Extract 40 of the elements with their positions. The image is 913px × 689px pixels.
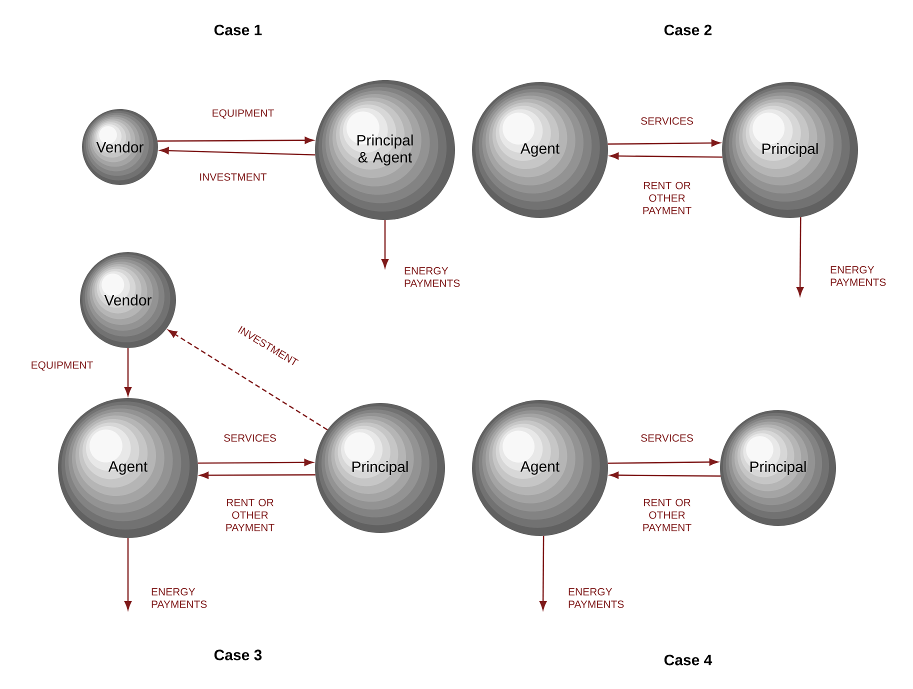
- case-title: Case 1: [214, 24, 262, 36]
- sphere: Principal & Agent: [315, 80, 455, 220]
- edge-label: ENERGY PAYMENTS: [568, 588, 624, 608]
- sphere: Principal: [720, 410, 836, 526]
- edge-label: RENT OR OTHER PAYMENT: [643, 498, 692, 532]
- arrow: [608, 139, 720, 147]
- arrow: [381, 220, 389, 268]
- edge-label: EQUIPMENT: [30, 360, 94, 372]
- edge-label: ENERGY PAYMENTS: [830, 266, 886, 286]
- arrow: [198, 458, 314, 466]
- arrow: [200, 472, 316, 479]
- arrow: [610, 152, 722, 160]
- edge-label: RENT OR OTHER PAYMENT: [643, 182, 692, 214]
- arrow: [160, 147, 316, 156]
- case-title: Case 2: [664, 24, 712, 36]
- arrow: [124, 348, 132, 396]
- sphere: Vendor: [80, 252, 176, 348]
- sphere: Agent: [58, 398, 198, 538]
- arrow: [608, 458, 718, 466]
- sphere: Principal: [722, 82, 858, 218]
- edge-label: SERVICES: [222, 433, 278, 443]
- edge-label: RENT OR OTHER PAYMENT: [226, 498, 274, 532]
- case-title: Case 3: [214, 650, 262, 660]
- edge-label: EQUIPMENT: [210, 108, 276, 120]
- sphere: Principal: [315, 403, 445, 533]
- edge-label: ENERGY PAYMENTS: [152, 588, 207, 608]
- arrow: [540, 536, 547, 610]
- edge-label: SERVICES: [640, 433, 694, 443]
- edge-label: ENERGY PAYMENTS: [404, 267, 460, 287]
- sphere: Vendor: [82, 109, 158, 185]
- sphere: Agent: [472, 82, 608, 218]
- arrow: [168, 330, 328, 430]
- arrow: [610, 472, 721, 479]
- edge-label: SERVICES: [640, 116, 694, 126]
- arrow: [158, 136, 314, 144]
- sphere: Agent: [472, 400, 608, 536]
- case-title: Case 4: [664, 654, 712, 666]
- arrow: [796, 217, 804, 296]
- edge-label: INVESTMENT: [198, 172, 268, 182]
- arrow: [124, 538, 132, 610]
